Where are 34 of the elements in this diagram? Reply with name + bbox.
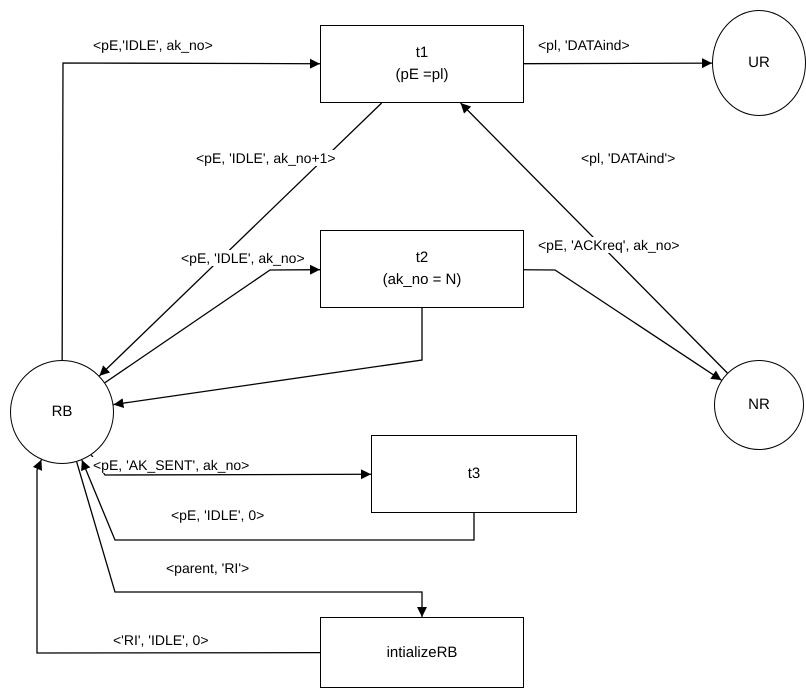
transition-box xyxy=(320,25,524,103)
edge-label: <pl, 'DATAind> xyxy=(537,37,631,53)
edge-label: <pE, 'AK_SENT', ak_no> xyxy=(92,457,250,473)
arrow xyxy=(98,102,382,376)
edge-label: <pE, 'ACKreq', ak_no> xyxy=(537,237,681,253)
arrow xyxy=(113,308,423,408)
node-label: t1 xyxy=(416,43,428,63)
arrow xyxy=(524,58,712,68)
edge-label: <pl, 'DATAind'> xyxy=(580,150,676,166)
node-label: UR xyxy=(748,53,770,73)
transition-box xyxy=(371,435,577,513)
edge-label: <parent, 'RI'> xyxy=(165,560,250,576)
arrow xyxy=(524,269,722,381)
arrow xyxy=(460,102,728,374)
arrow xyxy=(81,460,475,541)
node-label: NR xyxy=(748,395,770,415)
transition-box xyxy=(320,230,524,308)
arrow xyxy=(76,462,427,617)
edge-label: <pE,'IDLE', ak_no> xyxy=(92,37,214,53)
guard-label: (pE =pl) xyxy=(396,65,448,85)
transition-box xyxy=(320,617,524,688)
node-label: intializeRB xyxy=(386,642,458,662)
edge-label: <pE, 'IDLE', ak_no+1> xyxy=(195,150,337,166)
node-label: t3 xyxy=(468,464,480,484)
guard-label: (ak_no = N) xyxy=(382,270,462,290)
edge-label: <'RI', 'IDLE', 0> xyxy=(112,632,210,648)
arrow xyxy=(90,454,371,480)
edge-label: <pE, 'IDLE', ak_no> xyxy=(180,250,306,266)
edge-label: <pE, 'IDLE', 0> xyxy=(170,507,266,523)
arrow xyxy=(104,264,320,384)
arrow xyxy=(32,460,320,654)
node-label: t2 xyxy=(416,248,428,268)
arrow xyxy=(62,58,320,360)
node-label: RB xyxy=(52,402,72,422)
